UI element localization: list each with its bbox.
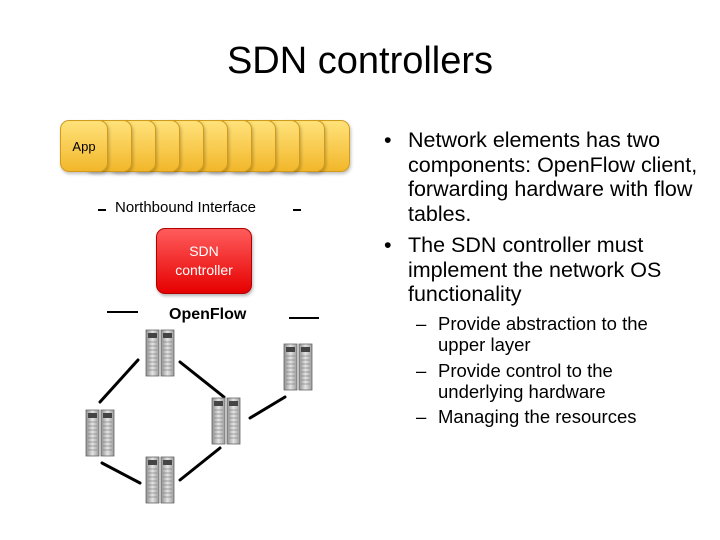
sub-bullet-item: – Provide control to the underlying hard… [416, 359, 613, 402]
sdn-controller-label: SDN controller [175, 243, 233, 278]
northbound-dash-right [293, 209, 301, 211]
bullet-item: • The SDN controller must implement the … [384, 232, 662, 307]
bullet-item: • Network elements has two components: O… [384, 128, 698, 227]
sdn-controller-box: SDN controller [156, 228, 252, 294]
bullet-dot-icon: • [384, 128, 392, 152]
link-line [100, 461, 142, 485]
server-rack-icon [211, 397, 241, 445]
bullet-dot-icon: • [384, 232, 392, 257]
link-line [98, 358, 140, 404]
server-rack-icon [85, 409, 115, 457]
link-line [248, 395, 287, 420]
dash-icon: – [416, 313, 427, 335]
slide-title: SDN controllers [226, 40, 494, 82]
server-rack-icon [283, 343, 313, 391]
server-rack-icon [145, 329, 175, 377]
server-rack-icon [145, 456, 175, 504]
link-line [178, 360, 226, 399]
dash-icon: – [416, 359, 427, 381]
link-line [178, 446, 222, 482]
bullet-list: • Network elements has two components: O… [380, 128, 700, 431]
sub-bullet-item: – Managing the resources [416, 406, 637, 428]
app-box-front: App [60, 120, 108, 172]
dash-icon: – [416, 406, 427, 428]
openflow-label: OpenFlow [169, 306, 247, 323]
sub-bullet-item: – Provide abstraction to the upper layer [416, 313, 648, 356]
northbound-dash-left [98, 209, 106, 211]
northbound-interface-label: Northbound Interface [115, 199, 256, 216]
